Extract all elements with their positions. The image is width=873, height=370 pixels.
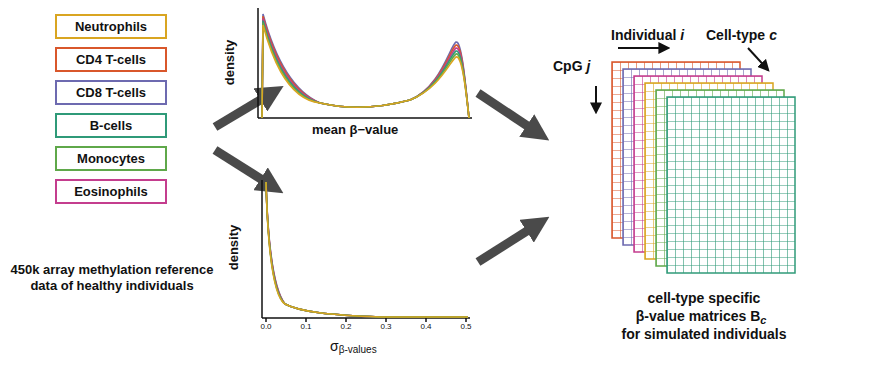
- density-curve: [262, 25, 469, 118]
- density-curve: [262, 16, 469, 118]
- bottom-density-curves: [266, 182, 468, 317]
- tick-label: 0.4: [420, 322, 431, 331]
- cell-type-box: B-cells: [55, 113, 167, 138]
- matrix-stack: [612, 62, 795, 273]
- flow-arrows: [215, 93, 538, 262]
- axis-title: density: [226, 225, 241, 271]
- density-curve: [262, 14, 469, 118]
- axis-label: i: [680, 27, 684, 43]
- cell-type-name: Neutrophils: [75, 19, 147, 34]
- density-curve: [266, 182, 468, 317]
- cell-type-box: Neutrophils: [55, 14, 167, 39]
- tick-label: 0.1: [300, 322, 311, 331]
- caption-line: β-value matrices B: [636, 308, 761, 324]
- tick-label: 0.3: [380, 322, 391, 331]
- density-curve: [266, 182, 468, 317]
- tick-label: 0.0: [260, 322, 271, 331]
- cell-type-name: CD8 T-cells: [76, 85, 146, 100]
- cell-type-box: Eosinophils: [55, 179, 167, 204]
- axis-label: j: [587, 58, 591, 74]
- density-curve: [266, 182, 468, 317]
- axis-title-subscript: β-values: [339, 344, 377, 355]
- tick-label: 0.2: [340, 322, 351, 331]
- cell-type-box: CD4 T-cells: [55, 47, 167, 72]
- caption-subscript: c: [760, 314, 766, 326]
- cell-type-name: B-cells: [90, 118, 133, 133]
- cell-type-name: Eosinophils: [74, 184, 148, 199]
- density-curve: [262, 18, 469, 118]
- density-curve: [262, 23, 469, 118]
- axis-label: Cell-type: [706, 27, 765, 43]
- axis-label: Individual: [611, 27, 676, 43]
- source-note: 450k array methylation reference data of…: [7, 262, 217, 295]
- density-curve: [262, 21, 469, 118]
- cell-type-name: CD4 T-cells: [76, 52, 146, 67]
- density-curve: [266, 182, 468, 317]
- density-curve: [266, 182, 468, 317]
- density-curve: [266, 182, 468, 317]
- caption-line: cell-type specific: [648, 290, 761, 306]
- axis-title: mean β−value: [312, 122, 398, 137]
- cell-type-box: CD8 T-cells: [55, 80, 167, 105]
- beta-matrix: [667, 97, 795, 273]
- top-plot-axes: [258, 8, 472, 118]
- axis-label: CpG: [553, 58, 583, 74]
- axis-label: c: [769, 27, 777, 43]
- cell-type-box: Monocytes: [55, 146, 167, 171]
- caption-line: for simulated individuals: [622, 326, 787, 342]
- bottom-plot-axes: [262, 180, 470, 322]
- top-density-curves: [262, 14, 469, 118]
- axis-arrows: [596, 48, 768, 112]
- cell-type-name: Monocytes: [77, 151, 145, 166]
- tick-label: 0.5: [460, 322, 471, 331]
- axis-title: σ: [330, 338, 339, 354]
- axis-title: density: [222, 40, 237, 86]
